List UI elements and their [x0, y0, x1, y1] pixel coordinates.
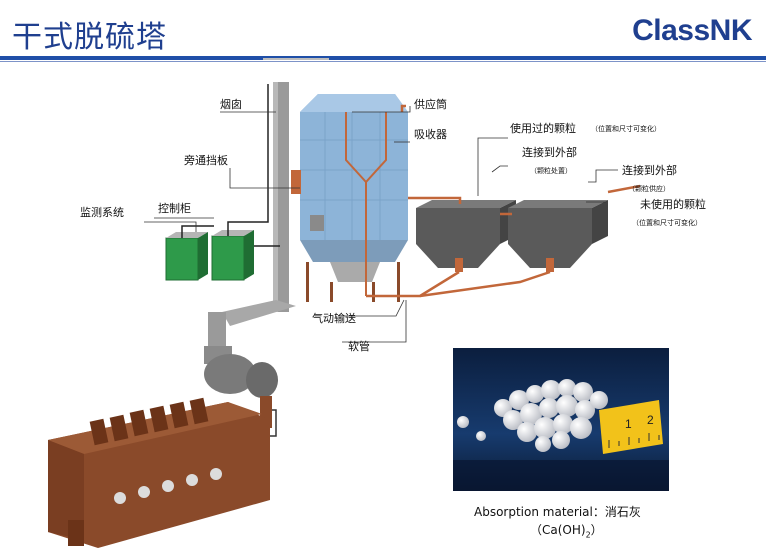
- classnk-logo: ClassNK: [632, 14, 752, 47]
- label-monitoring-system: 监测系统: [80, 206, 124, 219]
- formula-subscript: 2: [585, 530, 591, 540]
- caption-absorption-material: Absorption material：消石灰: [474, 505, 641, 519]
- label-disposal-note: （颗粒处置）: [530, 167, 572, 175]
- label-used-pellets: 使用过的颗粒: [510, 122, 576, 135]
- monitoring-cabinet: [165, 237, 199, 281]
- label-absorber: 吸收器: [414, 128, 447, 141]
- exhaust-duct: [222, 300, 296, 326]
- label-control-cabinet: 控制柜: [158, 202, 191, 215]
- ruler: [599, 400, 663, 454]
- absorber-tower: [300, 94, 408, 240]
- label-supply-note: （颗粒供应）: [628, 185, 670, 193]
- label-unused-pellets: 未使用的颗粒: [640, 198, 706, 211]
- label-connect-outside-1: 连接到外部: [522, 146, 577, 159]
- ruler-mark-1: 1: [625, 417, 632, 431]
- label-connect-outside-2: 连接到外部: [622, 164, 677, 177]
- label-used-note: （位置和尺寸可变化）: [591, 125, 661, 133]
- label-chimney: 烟囱: [220, 98, 242, 111]
- header-rule: [0, 56, 766, 60]
- used-pellet-hopper: [416, 208, 500, 268]
- label-pneumatic-transport: 气动输送: [312, 312, 356, 325]
- formula-suffix: ）: [590, 523, 603, 537]
- label-hose: 软管: [348, 340, 370, 353]
- label-bypass-damper: 旁通挡板: [184, 154, 228, 167]
- absorption-material-photo: 1 2: [453, 348, 669, 491]
- label-supply-bin: 供应筒: [414, 98, 447, 111]
- label-unused-note: （位置和尺寸可变化）: [632, 219, 702, 227]
- caption-formula: （Ca(OH)2）: [530, 521, 603, 539]
- header-rule-thin: [0, 61, 766, 62]
- control-cabinet: [211, 235, 245, 281]
- ruler-mark-2: 2: [647, 413, 654, 427]
- page-title: 干式脱硫塔: [12, 20, 167, 55]
- formula-prefix: （Ca(OH): [530, 523, 586, 537]
- unused-pellet-hopper: [508, 208, 592, 268]
